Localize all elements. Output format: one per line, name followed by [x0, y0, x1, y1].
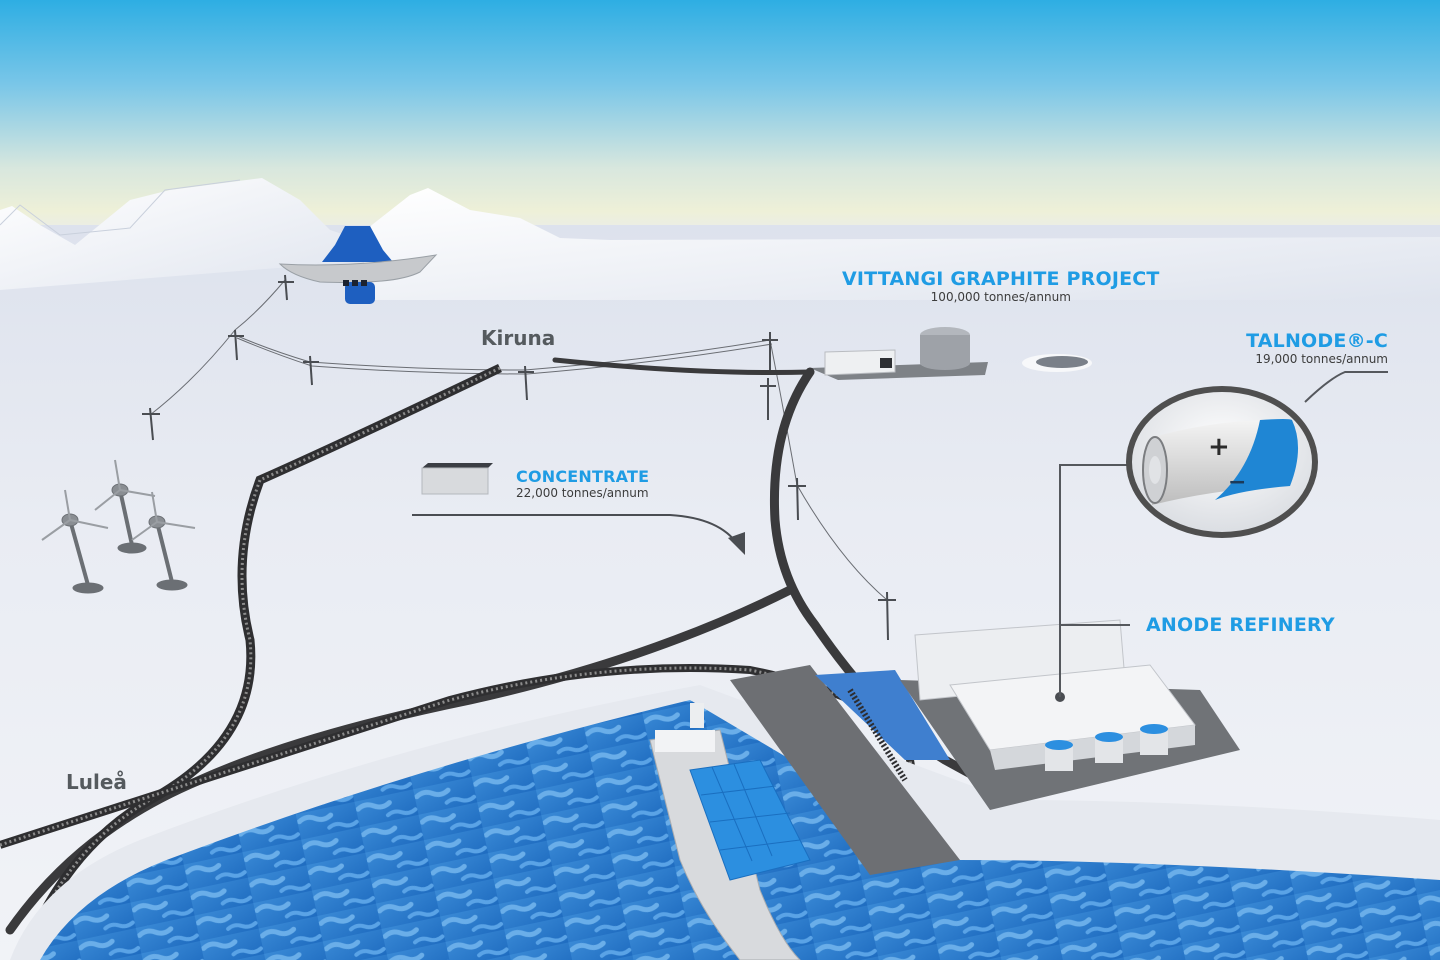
wind-turbines: [41, 459, 196, 594]
open-pit-mine: [278, 226, 438, 304]
anode-refinery: [914, 619, 1196, 771]
cargo-ship: [649, 703, 811, 960]
concentrate-bin: [421, 463, 493, 495]
callout-lines: [1059, 371, 1388, 697]
talnode-label: TALNODE®-C 19,000 tonnes/annum: [1246, 330, 1388, 366]
lulea-label: Luleå: [66, 770, 127, 794]
mountains: [0, 178, 1440, 300]
arrowhead-icon: [728, 532, 745, 555]
storage-tanks: [1045, 724, 1168, 771]
vittangi-title: VITTANGI GRAPHITE PROJECT: [842, 268, 1160, 290]
battery-minus-icon: −: [1228, 470, 1247, 495]
kiruna-label: Kiruna: [481, 326, 556, 350]
concentrate-title: CONCENTRATE: [516, 467, 650, 486]
talnode-capacity: 19,000 tonnes/annum: [1255, 352, 1388, 366]
vittangi-plant: [810, 327, 988, 380]
refinery-label: ANODE REFINERY: [1146, 614, 1335, 636]
shipping-containers: [689, 759, 811, 881]
concentrate-label: CONCENTRATE 22,000 tonnes/annum: [516, 467, 649, 500]
concentrate-capacity: 22,000 tonnes/annum: [516, 486, 649, 500]
battery-plus-icon: +: [1208, 432, 1230, 462]
power-poles: [142, 274, 896, 641]
battery-lens: [1126, 386, 1318, 538]
talnode-title: TALNODE®-C: [1246, 330, 1388, 352]
refinery-title: ANODE REFINERY: [1146, 614, 1335, 636]
vittangi-label: VITTANGI GRAPHITE PROJECT 100,000 tonnes…: [842, 268, 1160, 304]
vittangi-capacity: 100,000 tonnes/annum: [930, 290, 1071, 304]
